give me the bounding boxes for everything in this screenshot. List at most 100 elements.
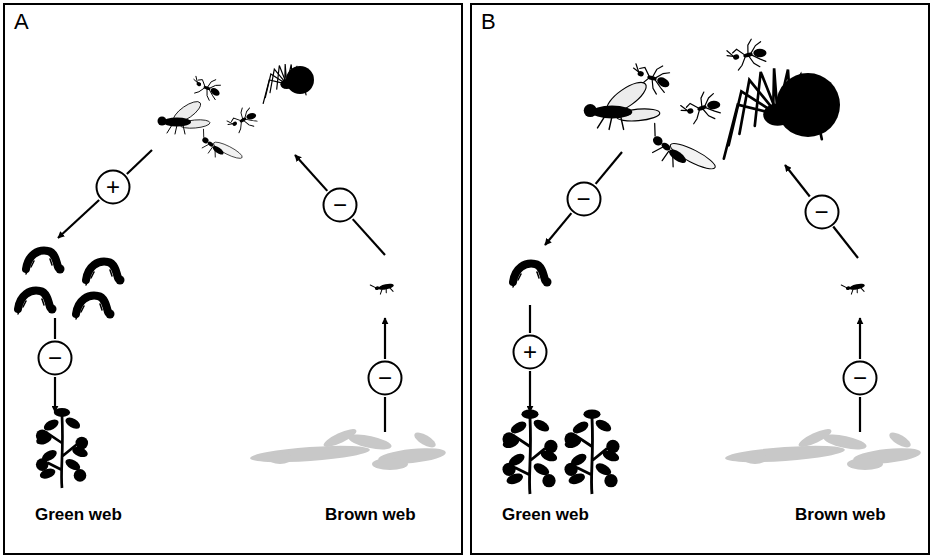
body-part <box>163 118 191 127</box>
panel: B−+−− <box>470 3 930 555</box>
sign-circle: − <box>804 194 840 230</box>
web-label: Brown web <box>795 505 886 525</box>
circle-shape <box>369 362 402 395</box>
sign-circle: − <box>322 187 358 223</box>
body-part <box>375 286 380 290</box>
plant <box>501 409 558 494</box>
arrow-line <box>384 318 386 359</box>
ant <box>725 36 771 74</box>
leg <box>681 104 688 112</box>
sign-circle: + <box>512 334 548 370</box>
body-part <box>849 283 866 291</box>
sign-circle: + <box>95 169 131 205</box>
body-part <box>64 415 83 431</box>
arrow-line <box>529 305 531 333</box>
berry <box>76 437 89 450</box>
ant <box>224 103 261 137</box>
caterpillar-head <box>106 310 115 319</box>
leg <box>194 76 199 82</box>
effect-sign: + <box>523 340 537 364</box>
body-part <box>521 409 538 419</box>
wasp <box>194 127 245 171</box>
berry <box>604 474 617 487</box>
arrow-line <box>859 318 861 359</box>
leaf-litter <box>250 426 447 470</box>
spider-abdomen <box>776 73 840 137</box>
body-part <box>246 112 257 121</box>
panel: A + − − − <box>3 3 463 555</box>
wasp <box>640 120 720 189</box>
fly-head <box>584 104 597 117</box>
caterpillar-head <box>116 276 125 285</box>
berry <box>542 474 555 487</box>
ant <box>189 73 224 104</box>
caterpillar <box>76 296 115 319</box>
effect-sign: − <box>814 200 828 224</box>
arrow-line <box>785 165 810 197</box>
leg <box>228 122 233 126</box>
caterpillar <box>513 264 552 287</box>
body-part <box>412 430 438 451</box>
body-part <box>887 430 913 451</box>
arrow-line <box>529 371 531 412</box>
body-part <box>846 286 851 290</box>
panel-letter: A <box>14 11 29 33</box>
body-part <box>763 103 792 125</box>
web-label: Green web <box>35 505 122 525</box>
effect-sign: + <box>106 175 120 199</box>
effect-sign: − <box>333 193 347 217</box>
arrow-line <box>353 219 385 255</box>
body-part <box>707 100 721 110</box>
body-part <box>196 81 202 86</box>
body-part <box>797 426 834 450</box>
leg <box>727 54 733 58</box>
body-part <box>847 458 883 470</box>
arrow-line <box>54 377 56 412</box>
berry <box>36 430 49 443</box>
arrow-line <box>54 318 56 339</box>
effect-sign: − <box>853 366 867 390</box>
spider <box>263 64 314 104</box>
leg <box>621 116 624 129</box>
body-part <box>250 443 371 465</box>
caterpillar-body <box>26 251 58 269</box>
body-part <box>732 54 739 61</box>
berry <box>564 463 577 476</box>
caterpillar-body <box>76 296 108 314</box>
body-part <box>686 107 694 114</box>
caterpillar-head <box>56 265 65 274</box>
body-part <box>655 75 671 89</box>
fly-head <box>158 117 167 126</box>
arrow-line <box>58 200 99 238</box>
leaf-litter <box>725 426 922 470</box>
body-part <box>54 408 70 417</box>
arrow-line <box>859 397 861 432</box>
leg <box>681 108 687 112</box>
caterpillar <box>86 262 125 285</box>
arrow-line <box>596 152 622 184</box>
berry <box>502 432 515 445</box>
leg <box>208 147 212 153</box>
body-part <box>583 409 600 419</box>
caterpillar-body <box>513 264 545 282</box>
body-part <box>322 426 359 450</box>
leg <box>200 129 208 137</box>
body-part <box>372 458 408 470</box>
spider <box>724 68 840 158</box>
body-part <box>232 121 238 127</box>
sign-circle: − <box>566 181 602 217</box>
body-part <box>637 70 644 77</box>
berry <box>606 440 619 453</box>
arrow-line <box>384 397 386 432</box>
leg <box>193 79 198 82</box>
sign-circle: − <box>367 360 403 396</box>
arrows <box>55 150 860 432</box>
fly <box>584 77 661 129</box>
body-part <box>697 104 707 111</box>
sign-circle: − <box>37 340 73 376</box>
body-part <box>239 117 247 123</box>
circle-shape <box>514 336 547 369</box>
plant <box>35 408 89 488</box>
body-part <box>211 144 225 156</box>
